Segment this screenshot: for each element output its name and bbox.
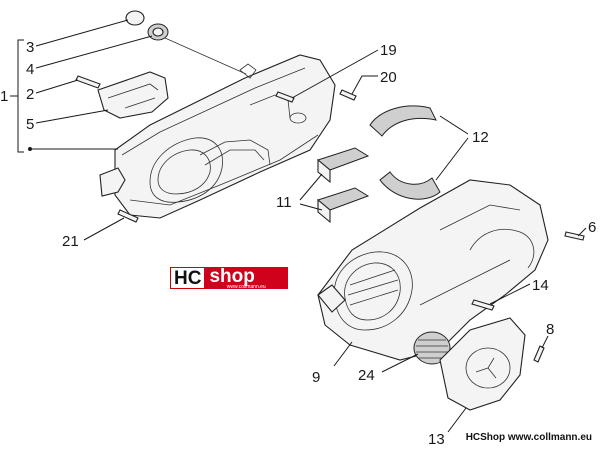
leader-lines [10,19,587,433]
bolt-part-2 [75,75,101,89]
bolt-part-21 [117,209,139,223]
callout-19: 19 [380,42,397,59]
callout-8: 8 [546,321,554,338]
callout-12: 12 [472,129,489,146]
bolt-part-19 [275,91,295,103]
bolt-part-6 [564,231,585,241]
clutch-shoes-part-12 [369,105,441,200]
bolt-part-14 [471,299,495,311]
logo-shop-panel: shop www.collmann.eu [204,266,288,290]
bolt-part-20 [339,89,357,101]
callout-14: 14 [532,277,549,294]
callout-11: 11 [276,194,292,211]
callout-1: 1 [0,88,8,105]
logo-hc-text: HC [170,267,205,289]
footer-credit: HCShop www.collmann.eu [465,432,592,443]
callout-labels: 1 2 3 4 5 6 8 9 11 12 13 14 19 20 21 24 [0,39,596,448]
cap-cover-part-13 [439,317,526,411]
bracket-part-5 [97,71,169,119]
outer-transmission-cover-part-9 [317,179,549,361]
callout-6: 6 [588,219,596,236]
callout-3: 3 [26,39,34,56]
bolt-part-8 [533,345,545,363]
rollers-part-11 [316,147,370,224]
hc-shop-logo: HC shop www.collmann.eu [170,266,288,290]
logo-sub-text: www.collmann.eu [226,284,266,290]
callout-5: 5 [26,116,34,133]
callout-4: 4 [26,61,34,78]
grille-part-24 [413,331,451,365]
callout-13: 13 [428,431,445,448]
callout-20: 20 [380,69,397,86]
bearing-parts-3-4 [125,10,169,41]
callout-24: 24 [358,367,375,384]
callout-9: 9 [312,369,320,386]
callout-21: 21 [62,233,79,250]
logo-shop-text: shop [209,266,255,287]
callout-2: 2 [26,86,34,103]
